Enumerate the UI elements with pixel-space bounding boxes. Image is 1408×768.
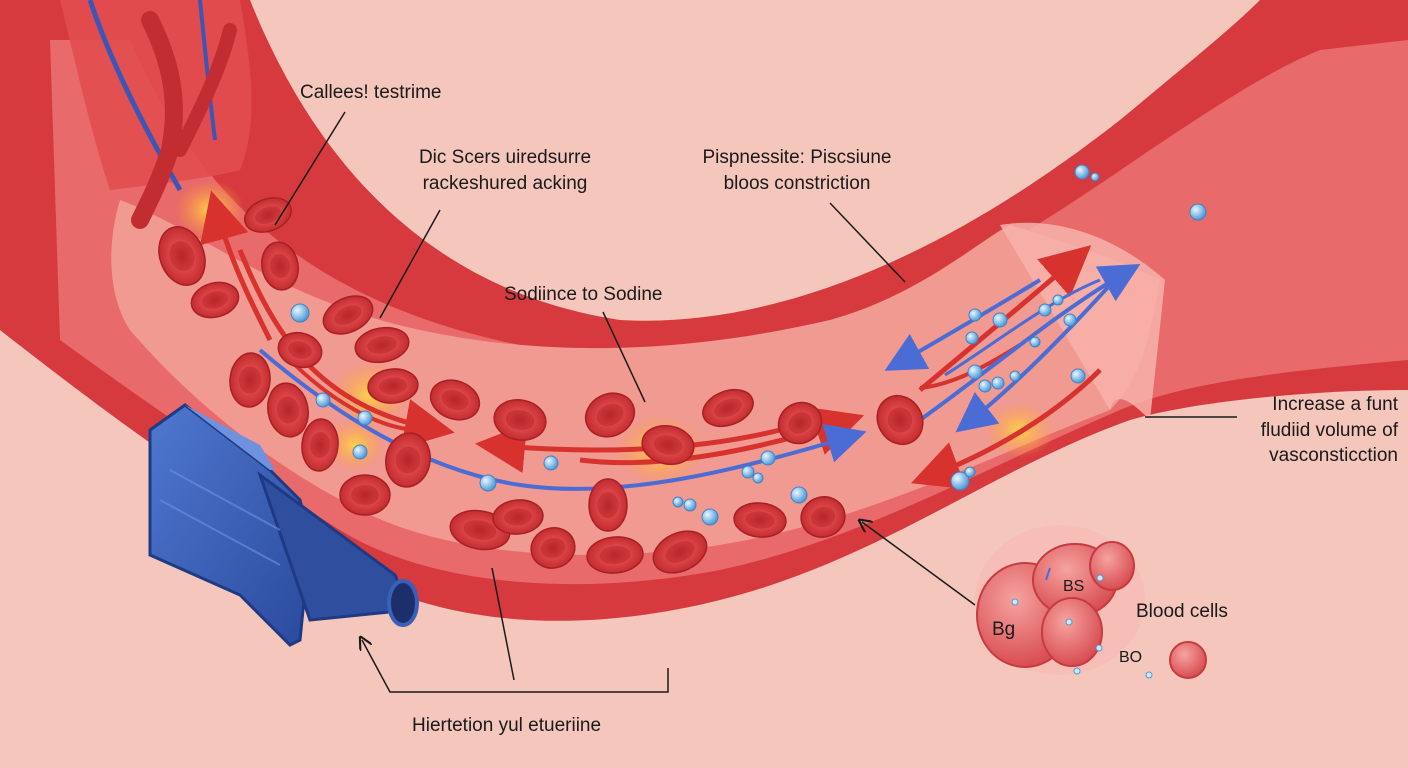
sodium-bubble-icon	[1038, 303, 1052, 317]
red-blood-cell-icon	[367, 368, 419, 404]
leader-lines	[274, 111, 1237, 693]
blood-flow-arrow	[200, 190, 273, 342]
pressure-arrow	[884, 278, 1042, 371]
sodium-bubble-icon	[1029, 336, 1041, 348]
sodium-bubble-icon	[1070, 368, 1086, 384]
pressure-arrow	[258, 348, 867, 491]
sodium-bubble-icon	[1189, 203, 1207, 221]
sodium-bubble-icon	[352, 444, 368, 460]
label-mid-left-line1: Dic Scers uiredsurre	[418, 147, 592, 168]
label-top-left: Callees! testrime	[300, 82, 442, 103]
red-blood-cells	[158, 197, 924, 574]
red-blood-cell-icon	[800, 496, 846, 538]
sodium-bubble-icon	[683, 498, 697, 512]
red-blood-cell-icon	[354, 326, 410, 364]
sodium-bubble-icon	[1063, 313, 1077, 327]
red-blood-cell-icon	[586, 536, 644, 574]
sodium-bubble-icon	[760, 450, 776, 466]
sodium-bubble-icon	[357, 410, 373, 426]
red-blood-cell-icon	[190, 281, 240, 319]
label-right-line3: vasconsticction	[1269, 445, 1398, 467]
sodium-bubble-icon	[967, 364, 983, 380]
sodium-bubble-icon	[290, 303, 310, 323]
label-bs: BS	[1063, 578, 1085, 595]
red-blood-cell-icon	[702, 388, 754, 428]
label-bo: BO	[1119, 649, 1143, 666]
red-blood-cell-icon	[530, 527, 576, 569]
red-blood-cell-icon	[429, 379, 481, 421]
red-blood-cell-icon	[588, 478, 628, 532]
sodium-bubble-icon	[1090, 172, 1100, 182]
sodium-bubble-icon	[991, 376, 1005, 390]
sodium-bubble-icon	[1009, 370, 1021, 382]
label-bottom: Hiertetion yul etueriine	[412, 715, 602, 736]
sodium-bubble-icon	[1052, 294, 1064, 306]
label-mid-left-line2: rackeshured acking	[422, 172, 588, 194]
sodium-bubble-icon	[992, 312, 1008, 328]
label-right-line1: Increase a funt	[1272, 394, 1398, 415]
sodium-bubble-icon	[741, 465, 755, 479]
sodium-bubble-icon	[672, 496, 684, 508]
label-top-right: Pispnessite: Piscsiune bloos constrictio…	[662, 145, 932, 196]
label-right: Increase a funt fludiid volume of vascon…	[1200, 392, 1398, 469]
sodium-bubble-icon	[968, 308, 982, 322]
red-blood-cell-icon	[261, 241, 299, 291]
label-right-line2: fludiid volume of	[1260, 419, 1398, 441]
sodium-bubble-icon	[965, 331, 979, 345]
red-blood-cell-icon	[385, 432, 431, 488]
vessel-lumen	[111, 200, 1161, 555]
label-mid-left: Dic Scers uiredsurre rackeshured acking	[370, 145, 640, 196]
label-blood-cells: Blood cells	[1136, 601, 1228, 622]
red-blood-cell-icon	[652, 530, 708, 574]
red-blood-cell-icon	[733, 502, 787, 538]
blood-flow-arrow	[237, 249, 455, 449]
red-blood-cell-icon	[267, 382, 309, 438]
red-blood-cell-icon	[301, 418, 339, 472]
pressure-arrow	[918, 264, 1141, 422]
label-top-right-line2: bloos constriction	[723, 172, 871, 194]
pressure-arrow	[955, 283, 1112, 433]
blood-flow-arrow	[918, 245, 1092, 392]
label-top-right-line1: Pispnessite: Piscsiune	[702, 147, 892, 168]
blood-pressure-cuff-icon	[148, 403, 419, 647]
blood-cell-cluster-icon	[975, 525, 1207, 679]
blood-flow-arrow	[910, 368, 1102, 490]
red-blood-cell-icon	[492, 499, 544, 535]
sodium-bubble-icon	[978, 379, 992, 393]
red-blood-cell-icon	[584, 392, 636, 438]
sodium-bubble-icon	[964, 466, 976, 478]
red-blood-cell-icon	[493, 399, 547, 441]
pressure-arrow	[944, 278, 1101, 377]
sodium-bubble-icon	[479, 474, 497, 492]
sodium-bubble-icon	[950, 471, 970, 491]
sodium-bubble-icon	[543, 455, 559, 471]
label-center: Sodiince to Sodine	[504, 284, 663, 305]
sodium-bubble-icon	[790, 486, 808, 504]
red-blood-cell-icon	[339, 474, 391, 516]
red-blood-cell-icon	[322, 295, 374, 335]
red-blood-cell-icon	[244, 197, 292, 233]
sodium-bubble-icon	[315, 392, 331, 408]
red-blood-cell-icon	[777, 401, 823, 445]
red-blood-cell-icon	[876, 394, 924, 446]
label-bg: Bg	[992, 619, 1016, 640]
sodium-bubble-icon	[1074, 164, 1090, 180]
red-blood-cell-icon	[229, 352, 271, 408]
blood-flow-arrow	[288, 358, 421, 432]
sodium-bubble-icon	[752, 472, 764, 484]
red-blood-cell-icon	[277, 331, 323, 369]
sodium-bubble-icon	[701, 508, 719, 526]
red-blood-cell-icon	[158, 226, 206, 286]
sodium-bubbles	[290, 164, 1207, 526]
red-blood-cell-icon	[641, 425, 695, 465]
